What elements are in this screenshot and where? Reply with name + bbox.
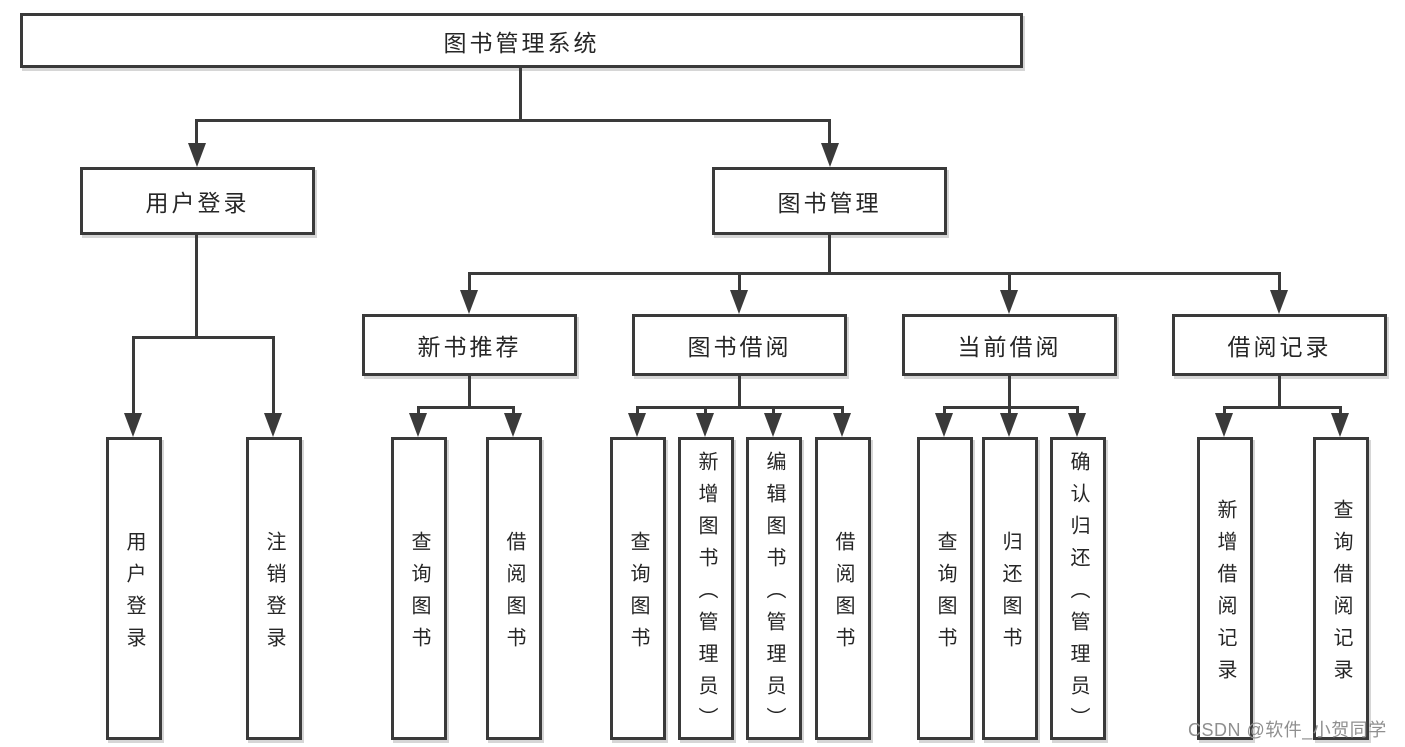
leaf-label: 借阅图书	[832, 530, 854, 659]
arrow-down-icon	[1000, 413, 1018, 437]
node-label: 当前借阅	[957, 334, 1062, 360]
connector	[1223, 406, 1342, 409]
arrow-down-icon	[628, 413, 646, 437]
connector	[1339, 406, 1342, 416]
connector	[841, 406, 844, 416]
arrow-down-icon	[264, 413, 282, 437]
connector	[636, 406, 639, 416]
connector	[828, 119, 831, 145]
leaf-label: 归还图书	[999, 530, 1021, 659]
connector	[1278, 272, 1281, 292]
connector	[1008, 374, 1011, 408]
arrow-down-icon	[1215, 413, 1233, 437]
connector	[195, 233, 198, 338]
connector	[468, 374, 471, 408]
connector	[519, 66, 522, 121]
leaf-add-borrow-record: 新增借阅记录	[1197, 437, 1253, 740]
leaf-add-books-admin: 新增图书（管理员）	[678, 437, 734, 740]
connector	[132, 336, 275, 339]
leaf-label: 新增借阅记录	[1214, 498, 1236, 691]
arrow-down-icon	[764, 413, 782, 437]
leaf-label: 查询图书	[934, 530, 956, 659]
node-borrowing-records: 借阅记录	[1172, 314, 1387, 376]
connector	[1278, 374, 1281, 408]
leaf-return-books: 归还图书	[982, 437, 1038, 740]
connector	[772, 406, 775, 416]
leaf-label: 注销登录	[263, 530, 285, 659]
leaf-edit-books-admin: 编辑图书（管理员）	[746, 437, 802, 740]
arrow-down-icon	[1000, 290, 1018, 314]
arrow-down-icon	[409, 413, 427, 437]
leaf-label: 编辑图书（管理员）	[763, 450, 785, 739]
arrow-down-icon	[1331, 413, 1349, 437]
leaf-label: 新增图书（管理员）	[695, 450, 717, 739]
connector	[943, 406, 1079, 409]
connector	[195, 119, 198, 145]
leaf-logout-login: 注销登录	[246, 437, 302, 740]
leaf-confirm-return-admin: 确认归还（管理员）	[1050, 437, 1106, 740]
arrow-down-icon	[821, 143, 839, 167]
arrow-down-icon	[124, 413, 142, 437]
connector	[417, 406, 420, 416]
connector	[468, 272, 471, 292]
node-current-borrowing: 当前借阅	[902, 314, 1117, 376]
arrow-down-icon	[696, 413, 714, 437]
connector	[417, 406, 515, 409]
node-label: 用户登录	[145, 190, 250, 216]
connector	[636, 406, 844, 409]
node-book-management: 图书管理	[712, 167, 947, 235]
connector	[1008, 406, 1011, 416]
leaf-user-login: 用户登录	[106, 437, 162, 740]
arrow-down-icon	[833, 413, 851, 437]
connector	[943, 406, 946, 416]
connector	[272, 336, 275, 415]
connector	[738, 272, 741, 292]
connector	[738, 374, 741, 408]
leaf-query-books-borrowing: 查询图书	[610, 437, 666, 740]
node-label: 图书管理	[777, 190, 882, 216]
leaf-label: 确认归还（管理员）	[1067, 450, 1089, 739]
arrow-down-icon	[1068, 413, 1086, 437]
connector	[468, 272, 1281, 275]
connector	[704, 406, 707, 416]
leaf-query-borrow-record: 查询借阅记录	[1313, 437, 1369, 740]
node-user-login: 用户登录	[80, 167, 315, 235]
leaf-query-books-recommend: 查询图书	[391, 437, 447, 740]
connector	[828, 233, 831, 274]
arrow-down-icon	[504, 413, 522, 437]
node-root-system: 图书管理系统	[20, 13, 1023, 68]
arrow-down-icon	[730, 290, 748, 314]
node-label: 新书推荐	[417, 334, 522, 360]
leaf-label: 查询借阅记录	[1330, 498, 1352, 691]
leaf-borrow-books-recommend: 借阅图书	[486, 437, 542, 740]
connector	[512, 406, 515, 416]
arrow-down-icon	[1270, 290, 1288, 314]
leaf-label: 用户登录	[123, 530, 145, 659]
leaf-label: 查询图书	[408, 530, 430, 659]
leaf-label: 借阅图书	[503, 530, 525, 659]
node-new-book-recommend: 新书推荐	[362, 314, 577, 376]
node-label: 图书管理系统	[443, 29, 600, 56]
connector	[132, 336, 135, 415]
leaf-label: 查询图书	[627, 530, 649, 659]
connector	[1223, 406, 1226, 416]
node-label: 借阅记录	[1227, 334, 1332, 360]
arrow-down-icon	[935, 413, 953, 437]
node-book-borrowing: 图书借阅	[632, 314, 847, 376]
connector	[1076, 406, 1079, 416]
arrow-down-icon	[188, 143, 206, 167]
leaf-query-books-current: 查询图书	[917, 437, 973, 740]
csdn-watermark: CSDN @软件_小贺同学	[1188, 720, 1387, 740]
connector	[195, 119, 831, 122]
connector	[1008, 272, 1011, 292]
arrow-down-icon	[460, 290, 478, 314]
node-label: 图书借阅	[687, 334, 792, 360]
leaf-borrow-books: 借阅图书	[815, 437, 871, 740]
